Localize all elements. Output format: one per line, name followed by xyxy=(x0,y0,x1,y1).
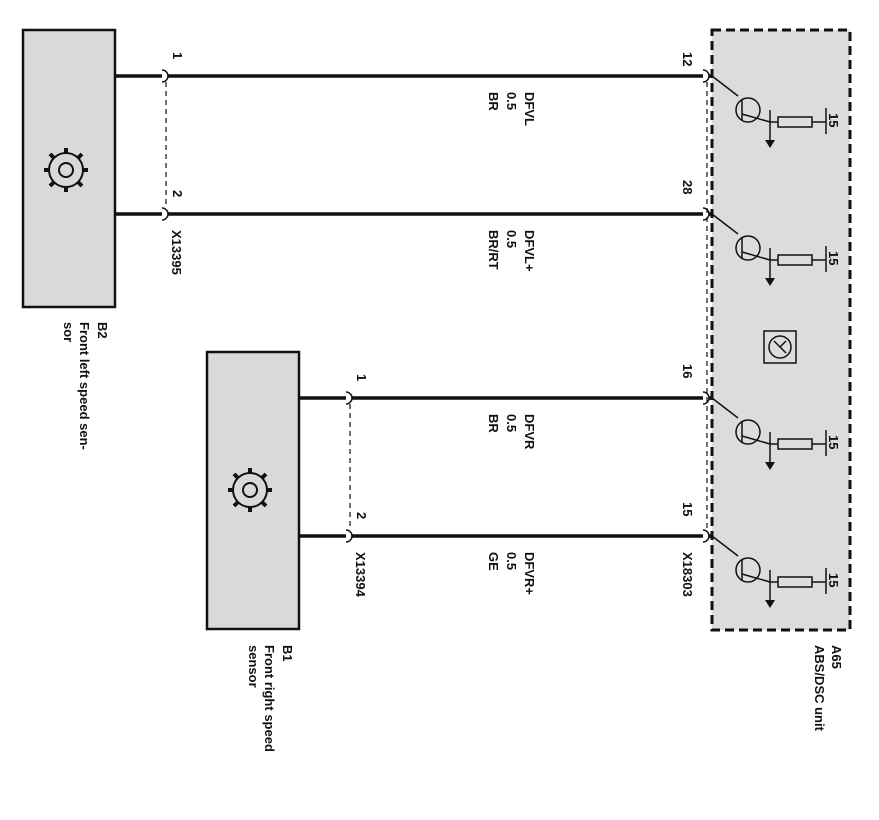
connector-pin xyxy=(161,207,169,221)
control-unit-symbol-icon xyxy=(763,330,797,364)
pin-label: 28 xyxy=(680,180,695,194)
connector-pin xyxy=(345,529,353,543)
transistor-icon xyxy=(735,419,761,445)
pin-label: 1 xyxy=(170,52,185,59)
component-id-b2: B2 xyxy=(95,322,110,339)
ground-arrow-icon xyxy=(765,600,775,608)
wire-size: 0.5 xyxy=(504,552,519,570)
supply-terminal-label: 15 xyxy=(826,251,841,265)
wire-size: 0.5 xyxy=(504,414,519,432)
supply-terminal-label: 15 xyxy=(826,573,841,587)
connector-pin xyxy=(702,529,710,543)
pin-label: 16 xyxy=(680,364,695,378)
connector-label-x13395: X13395 xyxy=(169,230,184,275)
wire-signal: DFVL+ xyxy=(522,230,537,272)
component-id-b1: B1 xyxy=(280,645,295,662)
ground-arrow-icon xyxy=(765,278,775,286)
wire-color: BR xyxy=(486,92,501,111)
component-name-b1: Front right speed xyxy=(262,645,277,752)
wire-color: GE xyxy=(486,552,501,571)
connector-pin xyxy=(702,69,710,83)
connector-label-x18303: X18303 xyxy=(680,552,695,597)
pin-label: 12 xyxy=(680,52,695,66)
wire-signal: DFVL xyxy=(522,92,537,126)
wire-color: BR/RT xyxy=(486,230,501,270)
connector-pin xyxy=(345,391,353,405)
input-circuit xyxy=(711,397,827,470)
wire-color: BR xyxy=(486,414,501,433)
component-name-b1-cont: sensor xyxy=(246,645,261,688)
input-circuit xyxy=(711,213,827,286)
abs-dsc-unit-box xyxy=(710,28,852,632)
pin-label: 2 xyxy=(354,512,369,519)
gear-sensor-icon xyxy=(228,468,272,512)
input-circuit xyxy=(711,75,827,148)
pin-label: 2 xyxy=(170,190,185,197)
wire-signal: DFVR xyxy=(522,414,537,450)
wire-signal: DFVR+ xyxy=(522,552,537,595)
ground-arrow-icon xyxy=(765,140,775,148)
transistor-icon xyxy=(735,557,761,583)
transistor-icon xyxy=(735,235,761,261)
component-name-a65: ABS/DSC unit xyxy=(812,645,827,732)
connector-label-x13394: X13394 xyxy=(353,552,368,598)
ground-arrow-icon xyxy=(765,462,775,470)
input-circuit xyxy=(711,535,827,608)
connector-pin xyxy=(702,391,710,405)
component-id-a65: A65 xyxy=(829,645,844,669)
wire-size: 0.5 xyxy=(504,92,519,110)
pin-label: 15 xyxy=(680,502,695,516)
supply-terminal-label: 15 xyxy=(826,435,841,449)
connector-pin xyxy=(161,69,169,83)
gear-sensor-icon xyxy=(44,148,88,192)
front-right-sensor-box xyxy=(205,350,301,631)
component-name-b2-cont: sor xyxy=(61,322,76,342)
wire-size: 0.5 xyxy=(504,230,519,248)
component-name-b2: Front left speed sen- xyxy=(77,322,92,450)
pin-label: 1 xyxy=(354,374,369,381)
transistor-icon xyxy=(735,97,761,123)
supply-terminal-label: 15 xyxy=(826,113,841,127)
front-left-sensor-box xyxy=(21,28,117,309)
connector-pin xyxy=(702,207,710,221)
